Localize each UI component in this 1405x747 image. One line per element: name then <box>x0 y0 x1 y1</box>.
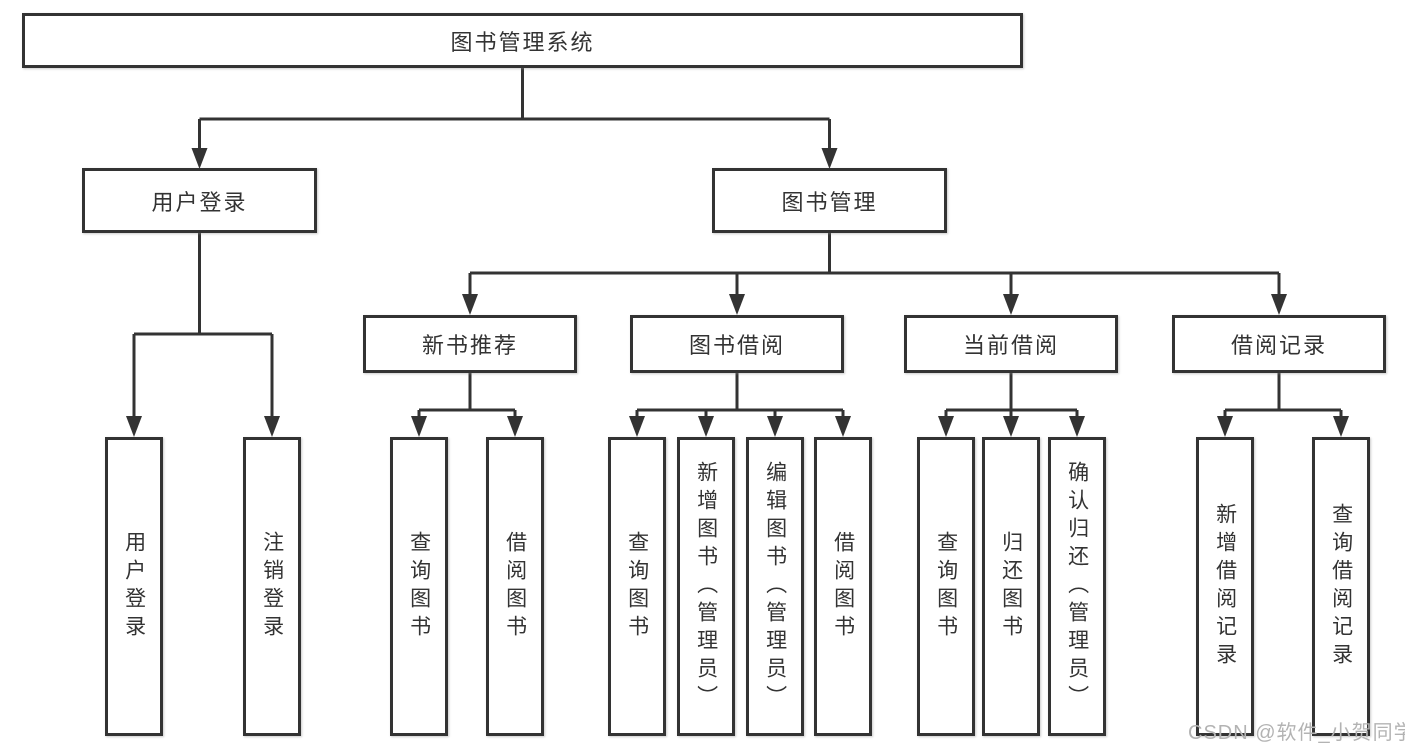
leaf-query-books-recommendation: 查询图书 <box>390 437 448 736</box>
node-label: 编辑图书（管理员） <box>763 460 787 713</box>
node-label: 注销登录 <box>260 530 284 643</box>
node-library-management-system: 图书管理系统 <box>22 13 1023 68</box>
node-label: 新书推荐 <box>421 333 518 358</box>
leaf-add-borrow-record: 新增借阅记录 <box>1196 437 1254 736</box>
node-current-borrowing: 当前借阅 <box>904 315 1118 373</box>
node-label: 新增借阅记录 <box>1213 502 1237 671</box>
leaf-borrow-books-recommendation: 借阅图书 <box>486 437 544 736</box>
node-book-management-branch: 图书管理 <box>712 168 947 233</box>
node-label: 归还图书 <box>999 530 1023 643</box>
leaf-query-borrow-record: 查询借阅记录 <box>1312 437 1370 736</box>
node-label: 查询图书 <box>625 530 649 643</box>
node-label: 查询借阅记录 <box>1329 502 1353 671</box>
node-label: 用户登录 <box>151 189 248 215</box>
node-label: 确认归还（管理员） <box>1065 460 1089 713</box>
node-label: 借阅记录 <box>1230 333 1327 358</box>
node-book-borrowing: 图书借阅 <box>630 315 844 373</box>
node-label: 新增图书（管理员） <box>694 460 718 713</box>
node-label: 图书管理 <box>781 189 878 215</box>
leaf-confirm-return-admin: 确认归还（管理员） <box>1048 437 1106 736</box>
node-label: 查询图书 <box>407 530 431 643</box>
node-user-login-branch: 用户登录 <box>82 168 317 233</box>
leaf-user-login: 用户登录 <box>105 437 163 736</box>
node-label: 借阅图书 <box>831 530 855 643</box>
node-label: 用户登录 <box>122 530 146 643</box>
csdn-watermark: CSDN @软件_小贺同学 <box>1188 722 1405 744</box>
leaf-return-book: 归还图书 <box>982 437 1040 736</box>
node-label: 当前借阅 <box>962 333 1059 358</box>
leaf-borrow-books: 借阅图书 <box>814 437 872 736</box>
node-label: 图书借阅 <box>688 333 785 358</box>
leaf-query-books-borrowing: 查询图书 <box>608 437 666 736</box>
leaf-query-books-current: 查询图书 <box>917 437 975 736</box>
node-label: 借阅图书 <box>503 530 527 643</box>
leaf-logout: 注销登录 <box>243 437 301 736</box>
node-label: 图书管理系统 <box>450 29 595 55</box>
leaf-add-book-admin: 新增图书（管理员） <box>677 437 735 736</box>
node-borrowing-records: 借阅记录 <box>1172 315 1386 373</box>
node-label: 查询图书 <box>934 530 958 643</box>
leaf-edit-book-admin: 编辑图书（管理员） <box>746 437 804 736</box>
node-new-book-recommendation: 新书推荐 <box>363 315 577 373</box>
